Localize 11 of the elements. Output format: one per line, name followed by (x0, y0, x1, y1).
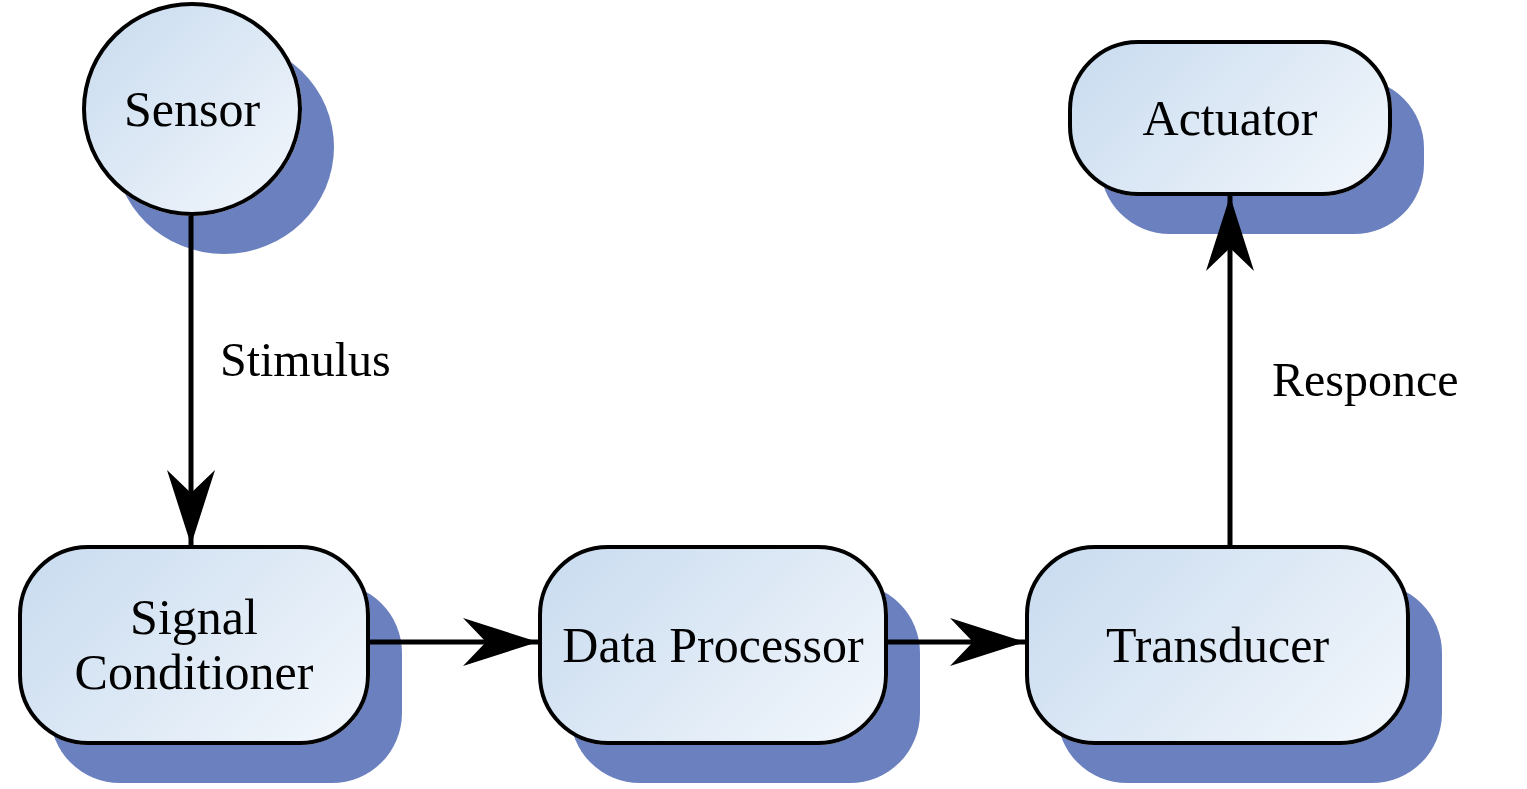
node-label: Sensor (123, 81, 261, 137)
edge-label: Responce (1272, 352, 1459, 407)
node-label: Actuator (1142, 90, 1318, 146)
arrow (1206, 196, 1254, 545)
node-label: Transducer (1105, 617, 1330, 673)
arrow (370, 618, 538, 666)
node-label: Signal Conditioner (73, 590, 315, 700)
edge-label: Stimulus (220, 332, 391, 387)
arrow (888, 618, 1025, 666)
arrow (167, 216, 215, 545)
node-label: Data Processor (562, 617, 864, 673)
